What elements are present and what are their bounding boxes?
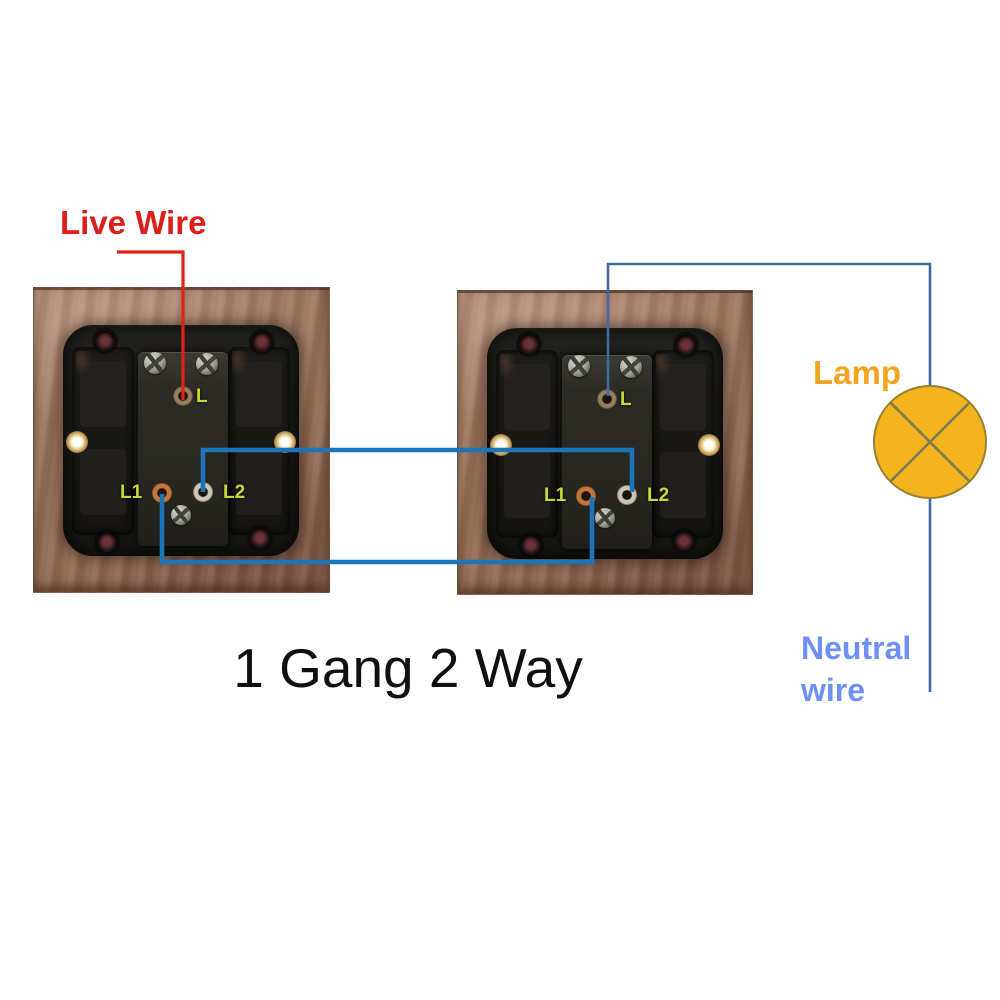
- mounting-hole: [274, 431, 296, 453]
- terminal-screw-icon: [595, 508, 615, 528]
- neutral-wire-label: Neutral wire: [801, 630, 912, 709]
- lamp-cross-line: [889, 401, 971, 483]
- live-wire-label: Live Wire: [60, 204, 207, 241]
- screw-hole: [676, 335, 696, 355]
- switch-panel-right: L L1 L2: [457, 290, 753, 595]
- lamp-icon: [873, 385, 987, 499]
- terminal-screw-icon: [171, 505, 191, 525]
- mounting-hole: [66, 431, 88, 453]
- terminal-label-l: L: [196, 386, 208, 407]
- switch-panel-left: L L1 L2: [33, 287, 330, 593]
- lamp-circle: [873, 385, 987, 499]
- screw-hole: [252, 332, 272, 352]
- terminal-label-l1: L1: [120, 482, 143, 503]
- terminal-screw-icon: [620, 356, 642, 378]
- terminal-l2: [193, 482, 213, 502]
- terminal-label-l: L: [620, 389, 632, 410]
- lamp-label: Lamp: [813, 354, 902, 391]
- terminal-screw-icon: [144, 352, 166, 374]
- mounting-hole: [490, 434, 512, 456]
- terminal-l: [173, 386, 193, 406]
- switch-back-plate: L L1 L2: [487, 328, 723, 559]
- terminal-label-l1: L1: [544, 485, 567, 506]
- terminal-l1: [152, 483, 172, 503]
- screw-hole: [674, 531, 694, 551]
- terminal-screw-icon: [568, 355, 590, 377]
- mounting-hole: [698, 434, 720, 456]
- screw-hole: [519, 334, 539, 354]
- lamp-cross-line: [889, 401, 971, 483]
- screw-hole: [521, 535, 541, 555]
- screw-hole: [250, 528, 270, 548]
- terminal-screw-icon: [196, 353, 218, 375]
- screw-hole: [97, 532, 117, 552]
- terminal-label-l2: L2: [647, 485, 670, 506]
- terminal-l1: [576, 486, 596, 506]
- switch-back-plate: L L1 L2: [63, 325, 299, 556]
- diagram-caption: 1 Gang 2 Way: [233, 637, 583, 699]
- terminal-label-l2: L2: [223, 482, 246, 503]
- terminal-l2: [617, 485, 637, 505]
- screw-hole: [95, 331, 115, 351]
- terminal-l: [597, 389, 617, 409]
